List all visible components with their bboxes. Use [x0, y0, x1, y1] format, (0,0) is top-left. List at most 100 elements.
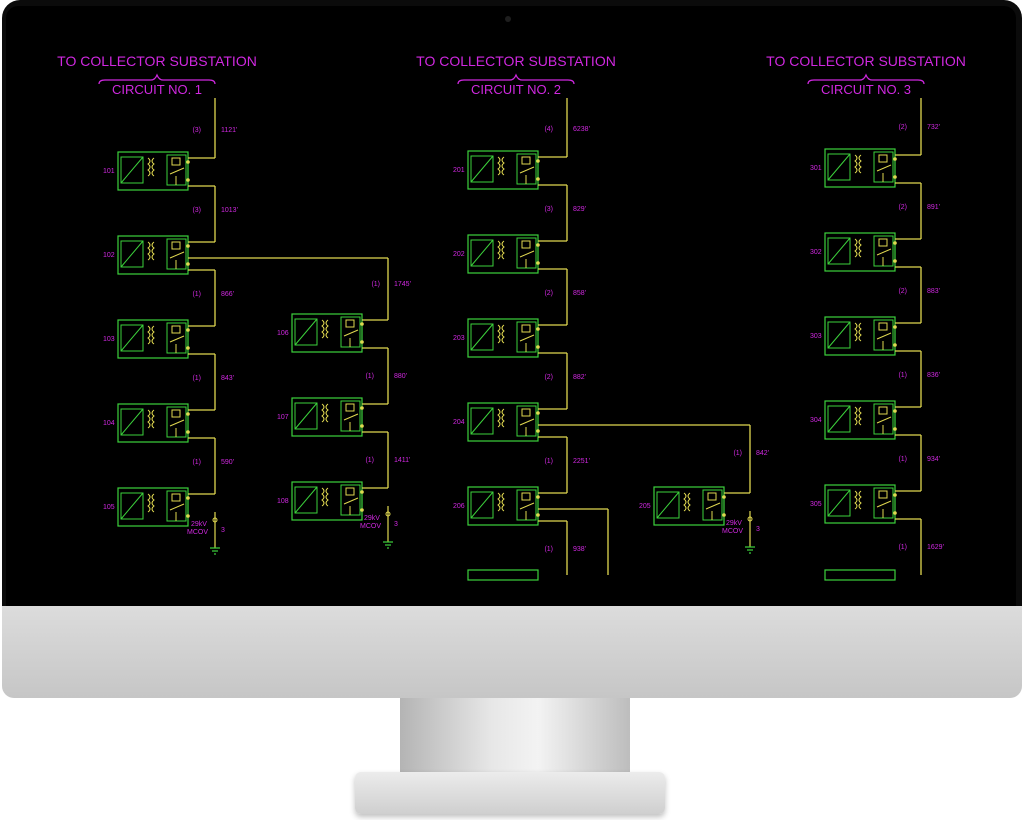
- converter-icon: [827, 489, 851, 517]
- bracket: [457, 73, 575, 85]
- terminal-dot: [360, 508, 364, 512]
- turbine-block: 304: [810, 400, 897, 440]
- cable-length: 882': [573, 374, 586, 381]
- cable-count: (2): [898, 288, 907, 295]
- cable-count: (1): [192, 375, 201, 382]
- turbine-box: [291, 397, 363, 437]
- monitor-stand-foot: [355, 772, 665, 814]
- transformer-icon: [854, 406, 858, 426]
- transformer-icon: [147, 409, 151, 429]
- converter-icon: [470, 323, 494, 351]
- cable-length: 1411': [394, 457, 410, 464]
- cable-count: (3): [192, 127, 201, 134]
- turbine-block: 101: [103, 151, 190, 191]
- cable-length: 880': [394, 373, 407, 380]
- turbine-box: [467, 150, 539, 190]
- converter-icon: [120, 492, 144, 520]
- turbine-id: 101: [103, 168, 115, 175]
- turbine-block: 202: [453, 234, 540, 274]
- cable-length: 829': [573, 206, 586, 213]
- turbine-block: 201: [453, 150, 540, 190]
- turbine-box: [824, 316, 896, 356]
- converter-icon: [827, 405, 851, 433]
- cable-count: (1): [898, 372, 907, 379]
- monitor-stand-neck: [400, 698, 630, 778]
- cable-length: 732': [927, 124, 940, 131]
- turbine-block: 203: [453, 318, 540, 358]
- turbine-id: 103: [103, 336, 115, 343]
- cable-count: (1): [733, 450, 742, 457]
- turbine-box: [824, 148, 896, 188]
- converter-icon: [827, 321, 851, 349]
- transformer-icon: [854, 490, 858, 510]
- terminal-dot: [186, 514, 190, 518]
- turbine-box: [824, 400, 896, 440]
- converter-icon: [120, 324, 144, 352]
- turbine-box: [467, 318, 539, 358]
- terminal-dot: [722, 495, 726, 499]
- turbine-block: 204: [453, 402, 540, 442]
- turbine-id: 105: [103, 504, 115, 511]
- converter-icon: [120, 156, 144, 184]
- terminal-dot: [186, 346, 190, 350]
- terminal-dot: [893, 427, 897, 431]
- turbine-id: 204: [453, 419, 465, 426]
- cable-length: 1121': [221, 127, 237, 134]
- terminal-dot: [893, 259, 897, 263]
- turbine-box: [117, 403, 189, 443]
- terminal-dot: [186, 262, 190, 266]
- turbine-block: 106: [277, 313, 364, 353]
- cable-length: 883': [927, 288, 940, 295]
- turbine-id: 301: [810, 165, 822, 172]
- turbine-id: 106: [277, 330, 289, 337]
- arrester-type: MCOV: [360, 523, 381, 530]
- circuit-name: CIRCUIT NO. 2: [471, 82, 561, 97]
- cable-length: 866': [221, 291, 234, 298]
- transformer-icon: [497, 240, 501, 260]
- transformer-icon: [683, 492, 687, 512]
- cable-length: 938': [573, 546, 586, 553]
- turbine-block: 205: [639, 486, 726, 526]
- cable-count: (2): [898, 204, 907, 211]
- cable-count: (2): [898, 124, 907, 131]
- transformer-icon: [854, 154, 858, 174]
- terminal-dot: [536, 327, 540, 331]
- cable-count: (1): [371, 281, 380, 288]
- turbine-box: [117, 235, 189, 275]
- transformer-icon: [147, 325, 151, 345]
- cable-count: (1): [544, 458, 553, 465]
- turbine-id: 305: [810, 501, 822, 508]
- turbine-id: 102: [103, 252, 115, 259]
- turbine-block: 107: [277, 397, 364, 437]
- cable-count: (1): [898, 456, 907, 463]
- turbine-id: 202: [453, 251, 465, 258]
- arrester-type: MCOV: [722, 528, 743, 535]
- terminal-dot: [536, 159, 540, 163]
- terminal-dot: [186, 160, 190, 164]
- turbine-id: 206: [453, 503, 465, 510]
- arrester-type: MCOV: [187, 529, 208, 536]
- cable-count: (1): [365, 373, 374, 380]
- transformer-icon: [854, 238, 858, 258]
- circuit-header: TO COLLECTOR SUBSTATION: [416, 53, 616, 69]
- terminal-dot: [893, 325, 897, 329]
- arrester-count: 3: [394, 521, 398, 528]
- turbine-box: [824, 232, 896, 272]
- circuit-header: TO COLLECTOR SUBSTATION: [766, 53, 966, 69]
- terminal-dot: [536, 429, 540, 433]
- transformer-icon: [321, 319, 325, 339]
- transformer-icon: [147, 493, 151, 513]
- cable-count: (1): [192, 459, 201, 466]
- terminal-dot: [360, 424, 364, 428]
- turbine-box-partial: [467, 569, 539, 581]
- transformer-icon: [147, 241, 151, 261]
- arrester-rating: 29kV: [726, 520, 742, 527]
- turbine-box: [117, 487, 189, 527]
- turbine-id: 303: [810, 333, 822, 340]
- cable-count: (2): [544, 374, 553, 381]
- transformer-icon: [147, 157, 151, 177]
- turbine-id: 201: [453, 167, 465, 174]
